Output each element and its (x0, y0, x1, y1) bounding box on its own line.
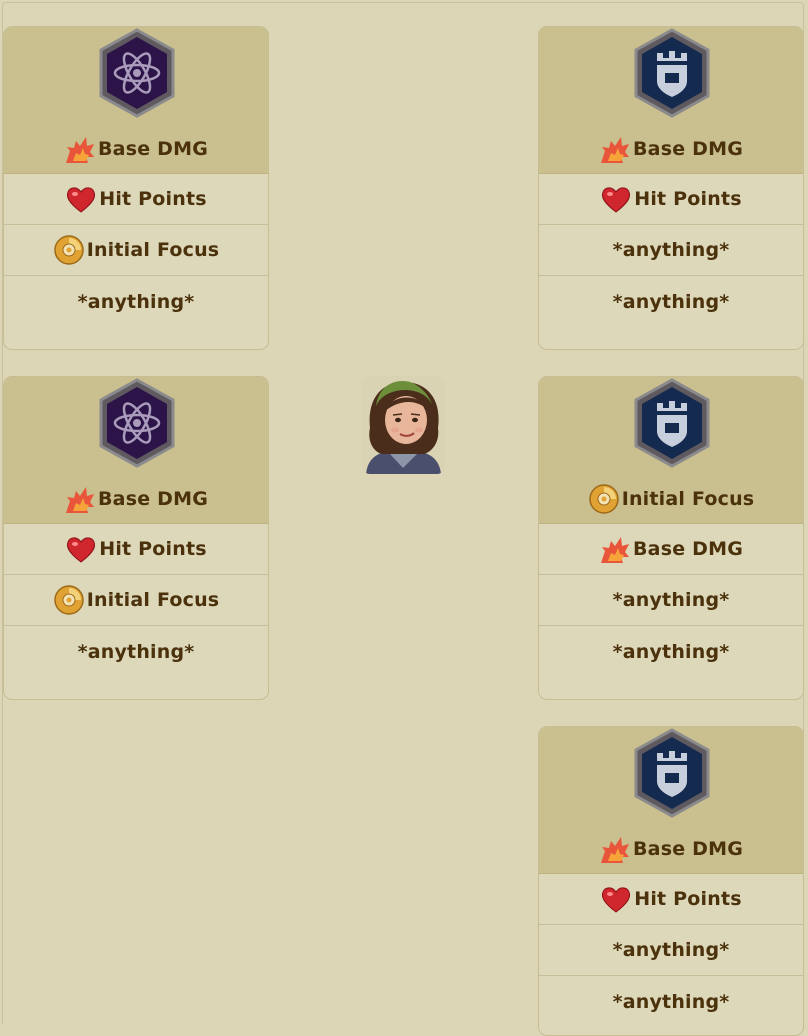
stat-label: *anything* (77, 290, 195, 313)
stat-label: *anything* (612, 939, 730, 961)
stat-label: Base DMG (98, 488, 208, 510)
stat-card-5: Base DMG Hit Points *anything* *anything… (538, 726, 804, 1036)
stat-anything: *anything* (539, 276, 803, 327)
focus-coin-icon (53, 585, 84, 615)
stat-base-dmg: Base DMG (539, 524, 803, 575)
stat-hit-points: Hit Points (4, 524, 268, 575)
castle-emblem-icon (634, 28, 710, 118)
stat-initial-focus: Initial Focus (4, 225, 268, 276)
focus-coin-icon (53, 235, 84, 265)
stat-anything: *anything* (4, 276, 268, 327)
heart-icon (67, 187, 96, 213)
stat-card-4: Initial Focus Base DMG *anything* *anyth… (538, 376, 804, 700)
stat-label: Hit Points (99, 188, 207, 210)
stat-base-dmg: Base DMG (539, 825, 803, 873)
stat-anything: *anything* (539, 575, 803, 626)
stat-base-dmg: Base DMG (4, 475, 268, 523)
stat-label: Initial Focus (621, 488, 755, 510)
damage-burst-icon (601, 137, 629, 163)
stat-anything: *anything* (539, 225, 803, 276)
damage-burst-icon (601, 537, 629, 563)
stat-label: *anything* (612, 640, 730, 663)
stat-anything: *anything* (539, 925, 803, 976)
stat-base-dmg: Base DMG (4, 125, 268, 173)
stat-label: Base DMG (633, 538, 743, 560)
stat-label: Initial Focus (86, 239, 220, 261)
heart-icon (602, 187, 631, 213)
castle-emblem-icon (634, 728, 710, 818)
stat-hit-points: Hit Points (539, 174, 803, 225)
stat-initial-focus: Initial Focus (4, 575, 268, 626)
stat-label: Initial Focus (86, 589, 220, 611)
card-header: Base DMG (539, 727, 803, 874)
stat-label: *anything* (612, 239, 730, 261)
stat-card-3: Base DMG Hit Points Initial Focus *anyth… (3, 376, 269, 700)
stat-base-dmg: Base DMG (539, 125, 803, 173)
stat-anything: *anything* (539, 626, 803, 677)
damage-burst-icon (601, 837, 629, 863)
stat-anything: *anything* (539, 976, 803, 1027)
stat-label: *anything* (77, 640, 195, 663)
card-header: Base DMG (4, 27, 268, 174)
heart-icon (602, 887, 631, 913)
castle-emblem-icon (634, 378, 710, 468)
atom-emblem-icon (99, 378, 175, 468)
stat-label: Hit Points (634, 888, 742, 910)
stat-label: *anything* (612, 589, 730, 611)
focus-coin-icon (588, 484, 619, 514)
stat-label: Base DMG (633, 838, 743, 860)
heart-icon (67, 537, 96, 563)
stat-card-1: Base DMG Hit Points Initial Focus *anyth… (3, 26, 269, 350)
card-header: Initial Focus (539, 377, 803, 524)
damage-burst-icon (66, 137, 94, 163)
atom-emblem-icon (99, 28, 175, 118)
damage-burst-icon (66, 487, 94, 513)
stat-hit-points: Hit Points (4, 174, 268, 225)
stat-card-2: Base DMG Hit Points *anything* *anything… (538, 26, 804, 350)
stat-label: Base DMG (98, 138, 208, 160)
stat-anything: *anything* (4, 626, 268, 677)
stat-label: Hit Points (99, 538, 207, 560)
stat-label: *anything* (612, 990, 730, 1013)
stat-label: *anything* (612, 290, 730, 313)
stat-hit-points: Hit Points (539, 874, 803, 925)
card-header: Base DMG (539, 27, 803, 174)
stat-label: Base DMG (633, 138, 743, 160)
card-header: Base DMG (4, 377, 268, 524)
hero-portrait-icon (362, 376, 445, 474)
stat-label: Hit Points (634, 188, 742, 210)
stat-initial-focus: Initial Focus (539, 475, 803, 523)
